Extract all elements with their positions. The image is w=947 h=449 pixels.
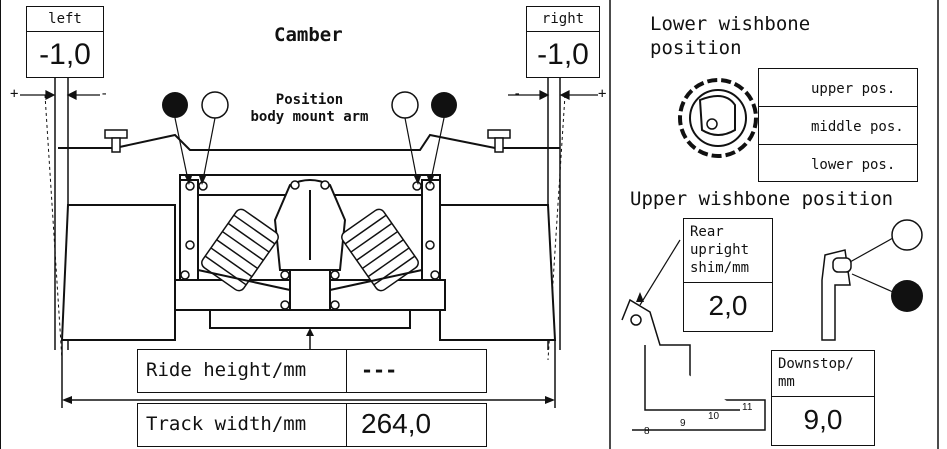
tire-left	[60, 204, 176, 341]
lower-wishbone-title: Lower wishbone position	[650, 12, 810, 60]
camber-left-label: left	[27, 7, 103, 32]
rear-upright-shim-box: Rear upright shim/mm 2,0	[683, 218, 773, 332]
lower-wishbone-option-lower: lower pos.	[759, 145, 917, 182]
body-mount-label-line2: body mount arm	[250, 109, 369, 125]
body-mount-position-right	[391, 91, 457, 185]
shock-absorbers	[201, 208, 419, 292]
downstop-label-line2: mm	[778, 374, 795, 390]
track-width-box: Track width/mm 264,0	[137, 403, 487, 447]
downstop-value: 9,0	[803, 404, 843, 435]
track-width-label: Track width/mm	[138, 404, 347, 446]
lower-wishbone-option-lower-label: lower pos.	[811, 157, 896, 173]
camber-title: Camber	[274, 24, 343, 46]
camber-left-value: -1,0	[39, 38, 91, 71]
camber-left-plus: +	[10, 86, 19, 102]
bolts	[180, 180, 440, 310]
chassis	[174, 174, 446, 329]
upright-shim-drawing	[621, 239, 766, 431]
lower-wishbone-option-upper-label: upper pos.	[811, 81, 896, 97]
downstop-part	[821, 237, 894, 341]
lower-wishbone-option-middle: middle pos.	[759, 107, 917, 145]
tire-right	[439, 204, 557, 341]
lower-wishbone-title-line1: Lower wishbone	[650, 13, 811, 35]
shim-label-line2: upright	[690, 242, 750, 258]
hole-number-11: 11	[742, 402, 753, 413]
lower-wishbone-icon	[678, 78, 758, 158]
shim-label-line1: Rear	[690, 224, 724, 240]
track-width-value: 264,0	[361, 408, 432, 439]
camber-left-box: left -1,0	[26, 6, 104, 78]
lower-wishbone-option-middle-label: middle pos.	[811, 119, 904, 135]
downstop-box: Downstop/ mm 9,0	[771, 350, 875, 446]
camber-right-label: right	[527, 7, 599, 32]
track-width-dimension	[61, 340, 556, 408]
hole-number-8: 8	[644, 426, 650, 437]
ride-height-label: Ride height/mm	[138, 350, 347, 392]
camber-right-box: right -1,0	[526, 6, 600, 78]
camber-arrows	[20, 90, 598, 100]
downstop-label-line1: Downstop/	[778, 356, 854, 372]
downstop-position-indicators	[891, 219, 923, 312]
lower-wishbone-option-upper: upper pos.	[759, 69, 917, 107]
body-mount-position-left	[162, 91, 229, 185]
ride-height-value: ---	[361, 358, 398, 382]
hole-number-9: 9	[680, 418, 686, 429]
downstop-label: Downstop/ mm	[772, 351, 874, 397]
body-mount-label-line1: Position	[275, 92, 344, 108]
shim-label-line3: shim/mm	[690, 260, 750, 276]
lower-wishbone-options: upper pos. middle pos. lower pos.	[758, 68, 918, 182]
camber-right-minus: -	[513, 86, 522, 102]
camber-right-value: -1,0	[537, 38, 589, 71]
ride-height-box: Ride height/mm ---	[137, 349, 487, 393]
lower-wishbone-title-line2: position	[650, 37, 742, 59]
hole-number-10: 10	[708, 411, 720, 422]
upper-wishbone-title: Upper wishbone position	[630, 188, 894, 210]
camber-right-plus: +	[598, 86, 607, 102]
rear-upright-shim-value: 2,0	[708, 290, 748, 321]
body-mount-label: Position body mount arm	[232, 92, 387, 126]
camber-left-minus: -	[100, 86, 109, 102]
rear-upright-shim-label: Rear upright shim/mm	[684, 219, 772, 283]
